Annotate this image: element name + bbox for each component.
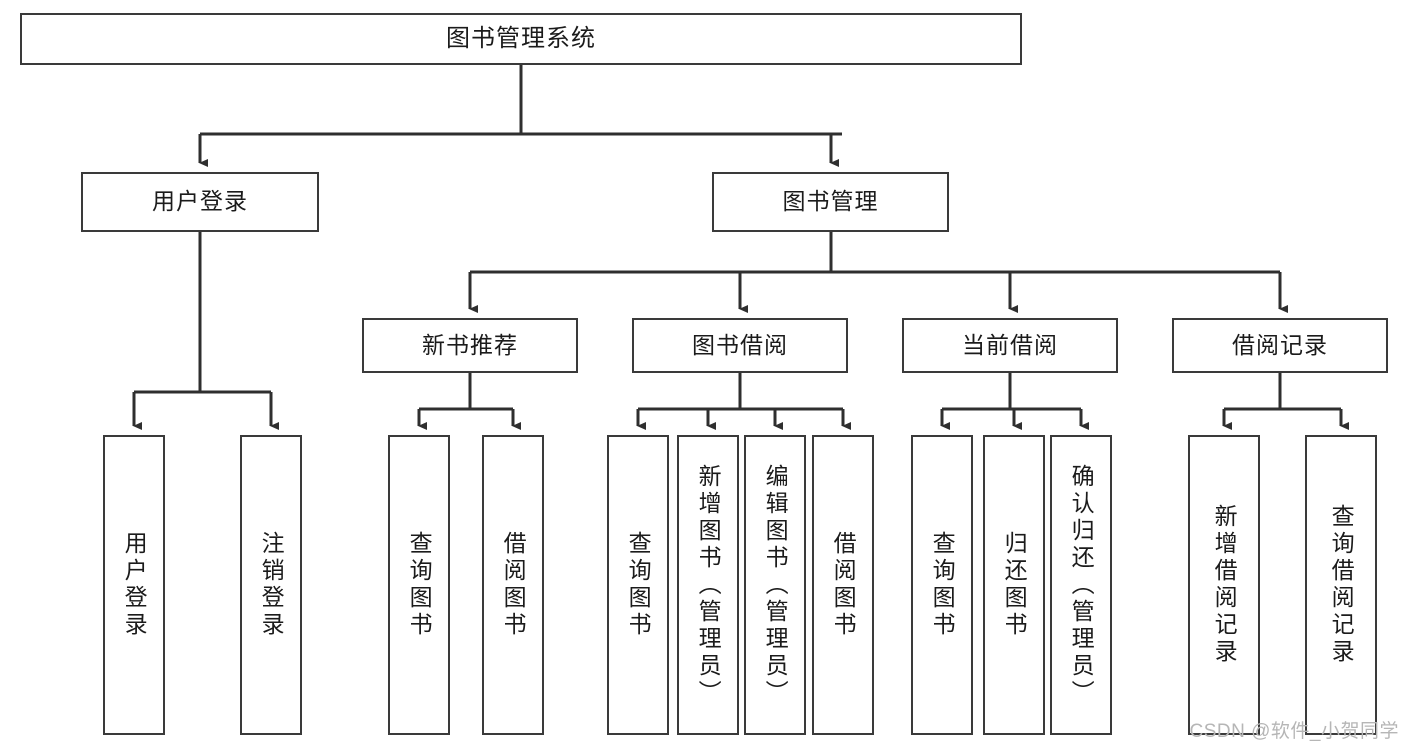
node-leaf-user-login-label: 用户登录 — [121, 531, 148, 639]
node-borrow-record[interactable]: 借阅记录 — [1172, 318, 1388, 373]
node-root-label: 图书管理系统 — [446, 24, 596, 52]
node-leaf-confirm-return[interactable]: 确认归还（管理员） — [1050, 435, 1112, 735]
node-leaf-add-record[interactable]: 新增借阅记录 — [1188, 435, 1260, 735]
node-book-manage[interactable]: 图书管理 — [712, 172, 949, 232]
node-leaf-query-book-3-label: 查询图书 — [929, 531, 956, 639]
node-new-book-recommend-label: 新书推荐 — [422, 331, 518, 358]
node-current-borrow[interactable]: 当前借阅 — [902, 318, 1118, 373]
node-leaf-user-logout[interactable]: 注销登录 — [240, 435, 302, 735]
node-borrow-record-label: 借阅记录 — [1232, 331, 1328, 358]
node-leaf-return-book-label: 归还图书 — [1001, 531, 1028, 639]
node-book-manage-label: 图书管理 — [782, 188, 879, 215]
node-leaf-borrow-book-1-label: 借阅图书 — [500, 531, 527, 639]
node-leaf-add-book[interactable]: 新增图书（管理员） — [677, 435, 739, 735]
node-leaf-query-book-3[interactable]: 查询图书 — [911, 435, 973, 735]
node-leaf-query-book-2-label: 查询图书 — [625, 531, 652, 639]
node-leaf-borrow-book-2[interactable]: 借阅图书 — [812, 435, 874, 735]
node-leaf-query-book-1-label: 查询图书 — [406, 531, 433, 639]
node-root[interactable]: 图书管理系统 — [20, 13, 1022, 65]
node-leaf-edit-book[interactable]: 编辑图书（管理员） — [744, 435, 806, 735]
node-current-borrow-label: 当前借阅 — [962, 331, 1058, 358]
node-user-login[interactable]: 用户登录 — [81, 172, 319, 232]
node-leaf-confirm-return-label: 确认归还（管理员） — [1068, 463, 1095, 707]
node-leaf-query-record-label: 查询借阅记录 — [1328, 504, 1355, 666]
node-leaf-borrow-book-1[interactable]: 借阅图书 — [482, 435, 544, 735]
node-leaf-return-book[interactable]: 归还图书 — [983, 435, 1045, 735]
node-leaf-query-book-1[interactable]: 查询图书 — [388, 435, 450, 735]
node-leaf-borrow-book-2-label: 借阅图书 — [830, 531, 857, 639]
node-leaf-edit-book-label: 编辑图书（管理员） — [762, 463, 789, 707]
node-user-login-label: 用户登录 — [152, 188, 248, 215]
node-leaf-user-logout-label: 注销登录 — [258, 531, 285, 639]
node-book-borrow-label: 图书借阅 — [692, 331, 788, 358]
node-new-book-recommend[interactable]: 新书推荐 — [362, 318, 578, 373]
csdn-watermark: CSDN @软件_小贺同学 — [1189, 721, 1399, 742]
node-leaf-add-record-label: 新增借阅记录 — [1211, 504, 1238, 666]
node-leaf-add-book-label: 新增图书（管理员） — [695, 463, 722, 707]
node-leaf-query-book-2[interactable]: 查询图书 — [607, 435, 669, 735]
node-leaf-query-record[interactable]: 查询借阅记录 — [1305, 435, 1377, 735]
node-book-borrow[interactable]: 图书借阅 — [632, 318, 848, 373]
node-leaf-user-login[interactable]: 用户登录 — [103, 435, 165, 735]
